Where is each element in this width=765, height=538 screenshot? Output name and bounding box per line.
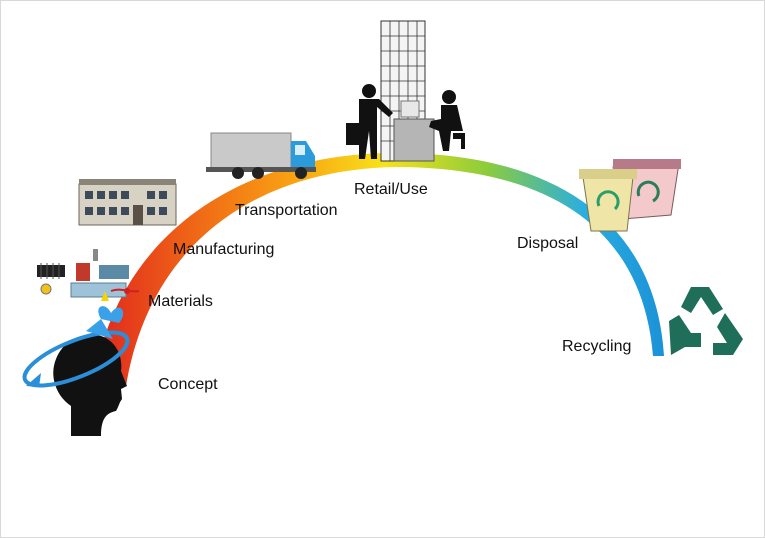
stage-label-retail-use: Retail/Use — [354, 181, 428, 198]
components-icon — [37, 249, 140, 301]
stage-label-materials: Materials — [148, 293, 213, 310]
office-tower-icon — [346, 20, 465, 162]
truck-icon — [206, 132, 316, 179]
head-idea-icon — [22, 306, 130, 436]
stage-label-disposal: Disposal — [517, 235, 579, 252]
stage-label-transportation: Transportation — [235, 202, 338, 219]
factory-icon — [78, 179, 177, 226]
recycle-symbol-icon — [669, 287, 743, 355]
stage-label-concept: Concept — [158, 376, 218, 393]
stage-label-recycling: Recycling — [562, 338, 632, 355]
stage-label-manufacturing: Manufacturing — [173, 241, 275, 258]
recycling-bins-icon — [579, 159, 681, 232]
